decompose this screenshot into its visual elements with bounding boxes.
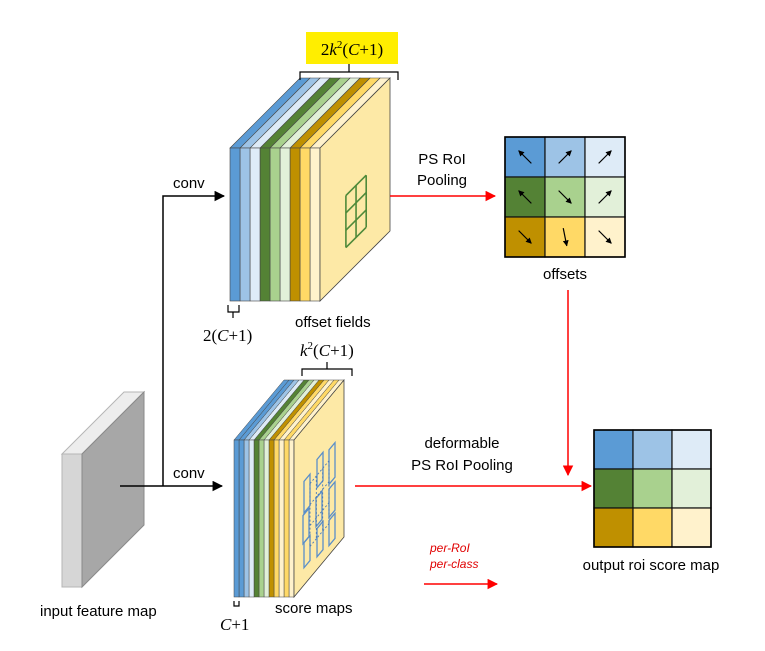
ps-roi-label-line1: PS RoI <box>418 151 466 168</box>
input-feature-map-label: input feature map <box>40 603 157 620</box>
score-channel-front <box>263 439 270 598</box>
score-channel-front <box>253 439 260 598</box>
conv-bottom-label: conv <box>173 465 205 482</box>
offsets-grid <box>504 136 626 258</box>
output-cell <box>593 507 634 548</box>
output-cell <box>632 429 673 470</box>
score-channel-front <box>268 439 275 598</box>
score-channel-front <box>248 439 255 598</box>
ps-roi-label-line2: Pooling <box>417 172 467 189</box>
arrow-up-right-icon <box>598 150 612 164</box>
offset-channel-front <box>259 147 271 302</box>
offset-grid-line <box>345 209 367 231</box>
offset-grid-line <box>345 192 367 214</box>
offset-fields-label: offset fields <box>295 314 371 331</box>
offset-grid-line <box>345 226 367 249</box>
offset-channel-front <box>289 147 301 302</box>
score-dotted-grid-line <box>309 523 330 547</box>
output-cell <box>593 429 634 470</box>
offset-stack-side-face <box>319 77 391 302</box>
arrow-up-right-icon <box>558 150 572 164</box>
score-channel-front <box>233 439 240 598</box>
formula-2c-plus-1: 2(C+1) <box>203 326 252 345</box>
offset-channel-front <box>299 147 311 302</box>
score-maps-label: score maps <box>275 600 353 617</box>
arrow-down-icon <box>562 228 569 247</box>
output-roi-score-map-grid <box>593 429 712 548</box>
output-cell <box>671 468 712 509</box>
score-pooling-box <box>328 480 336 520</box>
score-channel-front <box>288 439 295 598</box>
top-formula: 2k2(C+1) <box>321 39 383 59</box>
offset-field-stack <box>229 77 391 302</box>
top-formula-highlight <box>306 32 398 64</box>
score-channel-front <box>258 439 265 598</box>
score-stack-brace <box>233 362 353 607</box>
offset-channel-front <box>269 147 281 302</box>
score-channel-front <box>243 439 250 598</box>
score-pooling-box <box>316 519 324 559</box>
offsets-label: offsets <box>543 266 587 283</box>
arrow-up-left-icon <box>518 150 532 164</box>
offset-channel-front <box>309 147 321 302</box>
formula-k2-c-plus-1: k2(C+1) <box>300 340 354 360</box>
score-dotted-grid-line <box>309 460 330 484</box>
score-pooling-box <box>303 533 311 570</box>
arrow-down-right-icon <box>518 230 532 244</box>
arrow-down-right-icon <box>598 230 612 244</box>
score-map-stack <box>233 378 345 599</box>
conv-branch-lines <box>120 190 226 492</box>
per-roi-note: per-RoI <box>429 541 470 555</box>
per-class-note: per-class <box>429 557 478 571</box>
arrow-up-right-icon <box>598 190 612 204</box>
score-channel-front <box>273 439 280 598</box>
offsets-grid-border <box>504 136 626 258</box>
output-cell <box>632 468 673 509</box>
output-cell <box>593 468 634 509</box>
arrow-down-right-icon <box>558 190 572 204</box>
arrow-up-left-icon <box>518 190 532 204</box>
formula-c-plus-1: C+1 <box>220 615 249 634</box>
output-grid-border <box>593 429 712 548</box>
offset-channel-front <box>249 147 261 302</box>
output-cell <box>671 507 712 548</box>
score-channel-front <box>238 439 245 598</box>
offset-stack-brace <box>227 64 399 318</box>
output-roi-score-map-label: output roi score map <box>583 557 720 574</box>
score-channel-front <box>278 439 285 598</box>
offset-channel-front <box>279 147 291 302</box>
score-dotted-grid-line <box>309 481 330 505</box>
output-cell <box>671 429 712 470</box>
deformable-label-line1: deformable <box>424 435 499 452</box>
input-feature-map-block <box>60 390 146 589</box>
deformable-label-line2: PS RoI Pooling <box>411 457 513 474</box>
offset-channel-front <box>239 147 251 302</box>
score-dotted-grid-line <box>309 502 330 526</box>
output-cell <box>632 507 673 548</box>
score-channel-front <box>283 439 290 598</box>
score-pooling-box <box>328 511 336 548</box>
offset-grid-line <box>345 174 367 197</box>
offset-channel-front <box>229 147 241 302</box>
conv-top-label: conv <box>173 175 205 192</box>
